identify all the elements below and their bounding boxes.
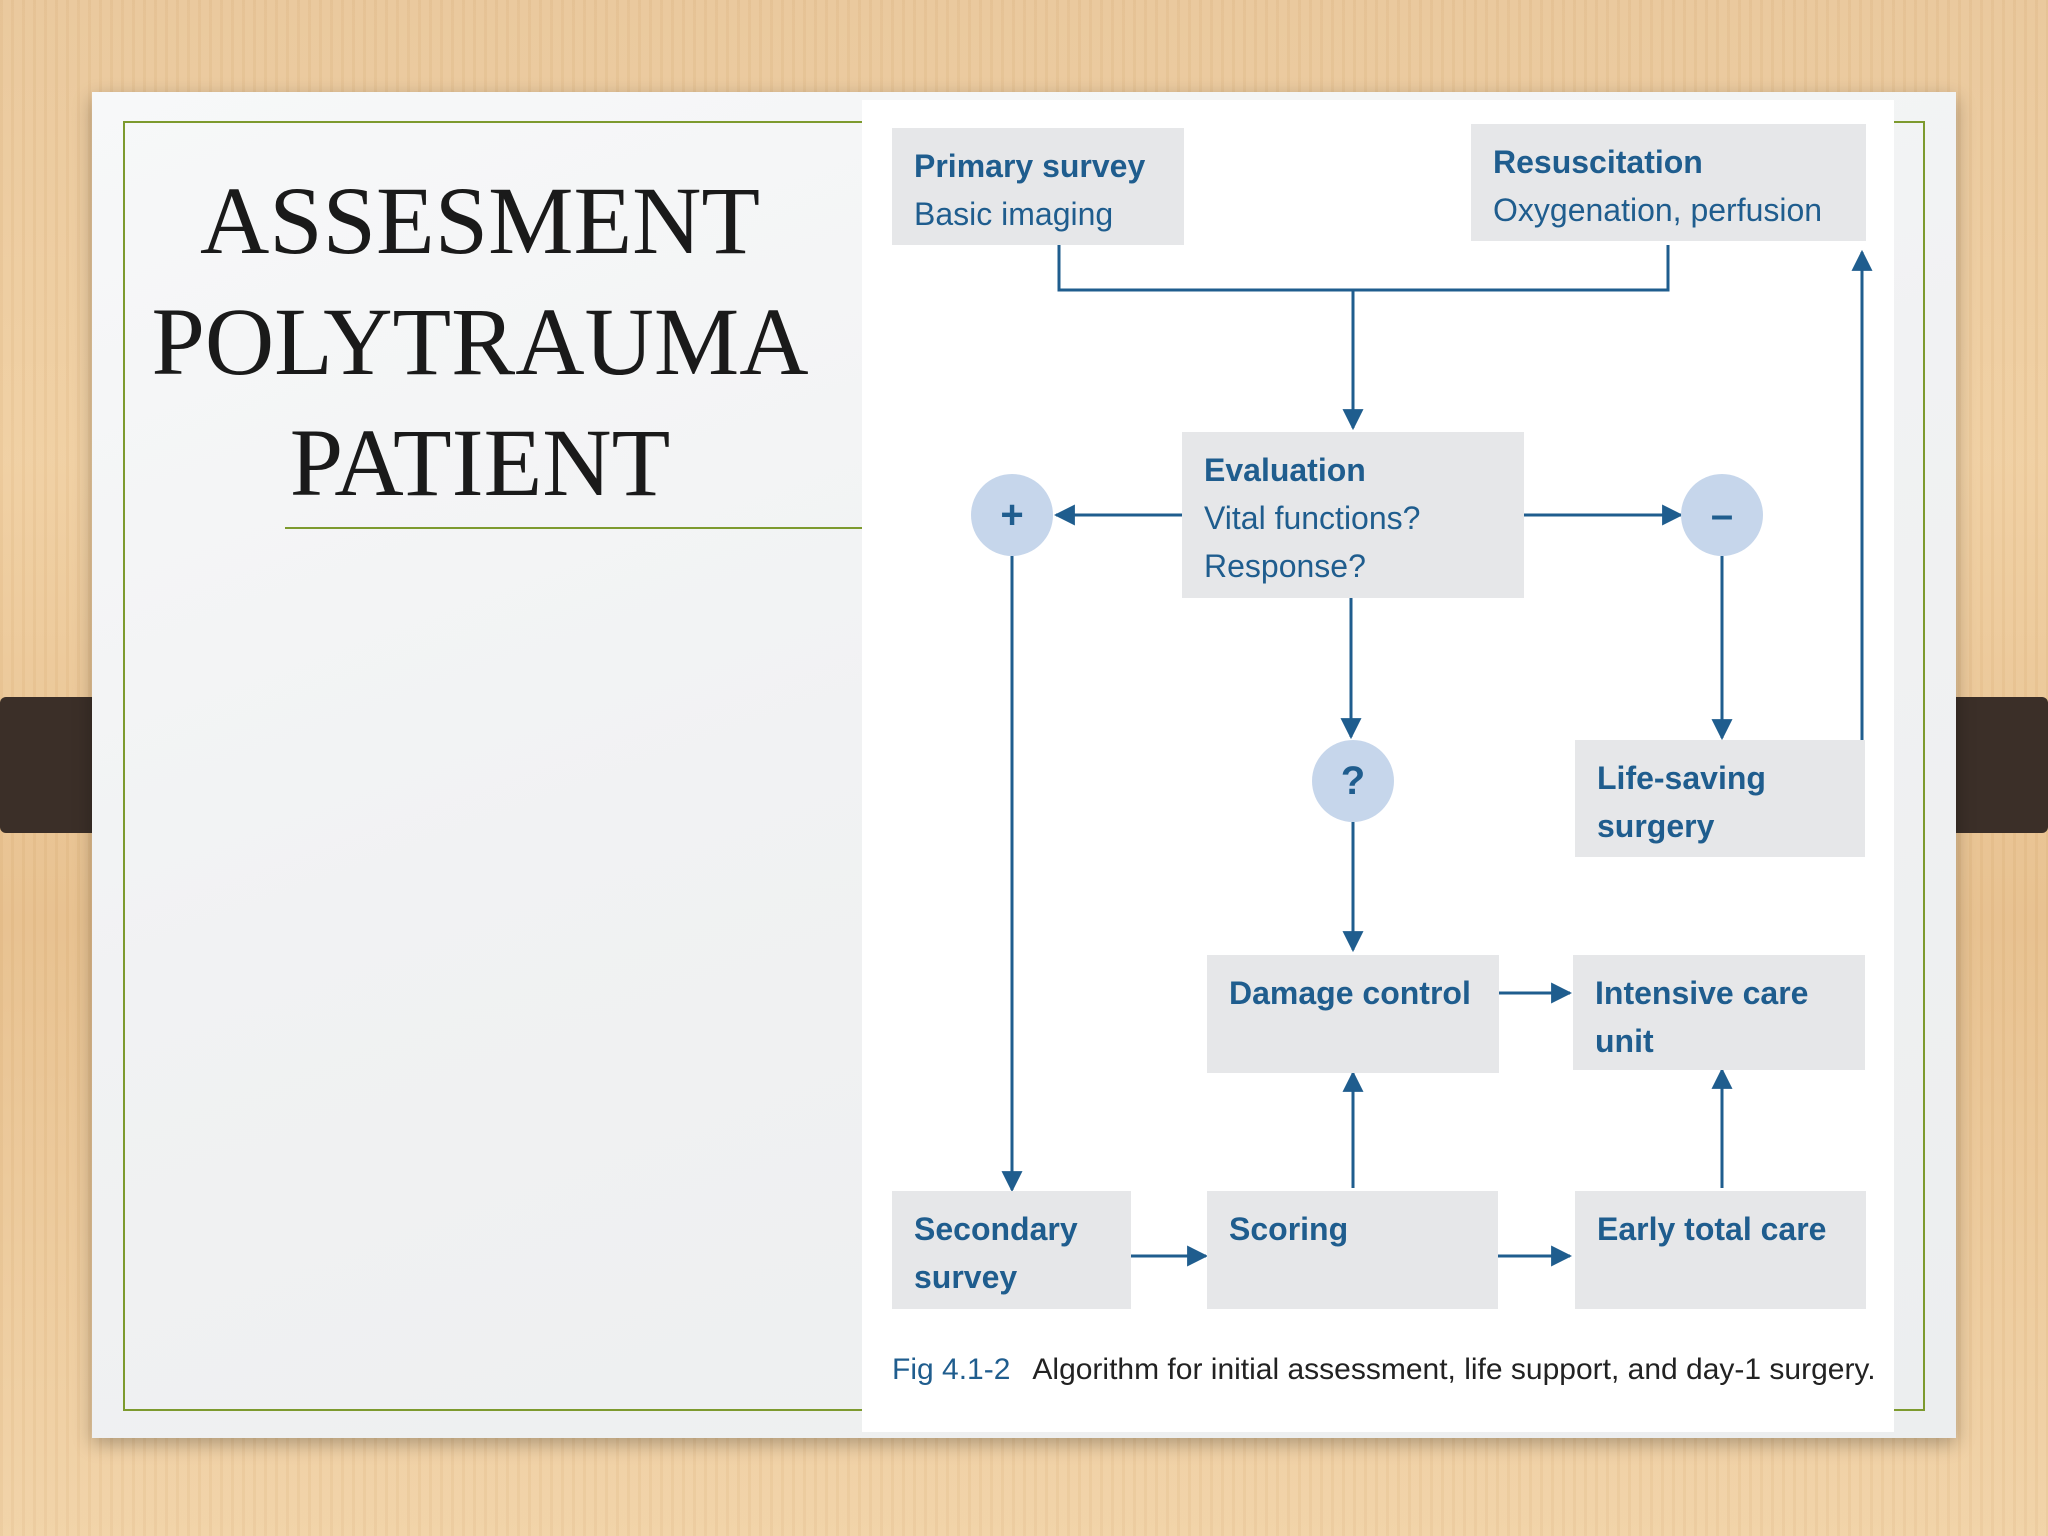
icu-line-2: unit <box>1595 1023 1654 1059</box>
title-underline <box>285 527 863 529</box>
title-line-1: ASSESMENT <box>199 167 761 274</box>
icu-line-1: Intensive care <box>1595 975 1809 1011</box>
early-total-care-title: Early total care <box>1597 1211 1827 1247</box>
resuscitation-sub: Oxygenation, perfusion <box>1493 192 1823 228</box>
node-evaluation: Evaluation Vital functions? Response? <box>1182 432 1524 598</box>
secondary-survey-line-2: survey <box>914 1259 1018 1295</box>
figure-caption: Fig 4.1-2 Algorithm for initial assessmen… <box>892 1346 1892 1394</box>
secondary-survey-line-1: Secondary <box>914 1211 1078 1247</box>
edge-primary-survey-join <box>1057 245 1670 292</box>
evaluation-title: Evaluation <box>1204 452 1366 488</box>
slide-title: ASSESMENT POLYTRAUMA PATIENT <box>130 160 830 523</box>
primary-survey-title: Primary survey <box>914 148 1146 184</box>
life-saving-line-2: surgery <box>1597 808 1715 844</box>
decision-plus: + <box>971 474 1053 556</box>
node-life-saving-surgery: Life-saving surgery <box>1575 740 1865 857</box>
primary-survey-sub: Basic imaging <box>914 196 1114 232</box>
decision-question: ? <box>1312 740 1394 822</box>
life-saving-line-1: Life-saving <box>1597 760 1766 796</box>
damage-control-title: Damage control <box>1229 975 1471 1011</box>
node-secondary-survey: Secondary survey <box>892 1191 1131 1309</box>
figure-number: Fig 4.1-2 <box>892 1353 1011 1386</box>
node-intensive-care-unit: Intensive care unit <box>1573 955 1865 1070</box>
evaluation-sub-2: Response? <box>1204 548 1366 584</box>
decision-minus: – <box>1681 474 1763 556</box>
title-line-3: PATIENT <box>289 409 671 516</box>
resuscitation-title: Resuscitation <box>1493 144 1703 180</box>
scoring-title: Scoring <box>1229 1211 1349 1247</box>
node-damage-control: Damage control <box>1207 955 1499 1073</box>
node-primary-survey: Primary survey Basic imaging <box>892 128 1184 245</box>
node-scoring: Scoring <box>1207 1191 1498 1309</box>
node-early-total-care: Early total care <box>1575 1191 1866 1309</box>
evaluation-sub-1: Vital functions? <box>1204 500 1421 536</box>
title-line-2: POLYTRAUMA <box>151 288 809 395</box>
figure-caption-text: Algorithm for initial assessment, life s… <box>1032 1353 1876 1386</box>
node-resuscitation: Resuscitation Oxygenation, perfusion <box>1471 124 1866 241</box>
